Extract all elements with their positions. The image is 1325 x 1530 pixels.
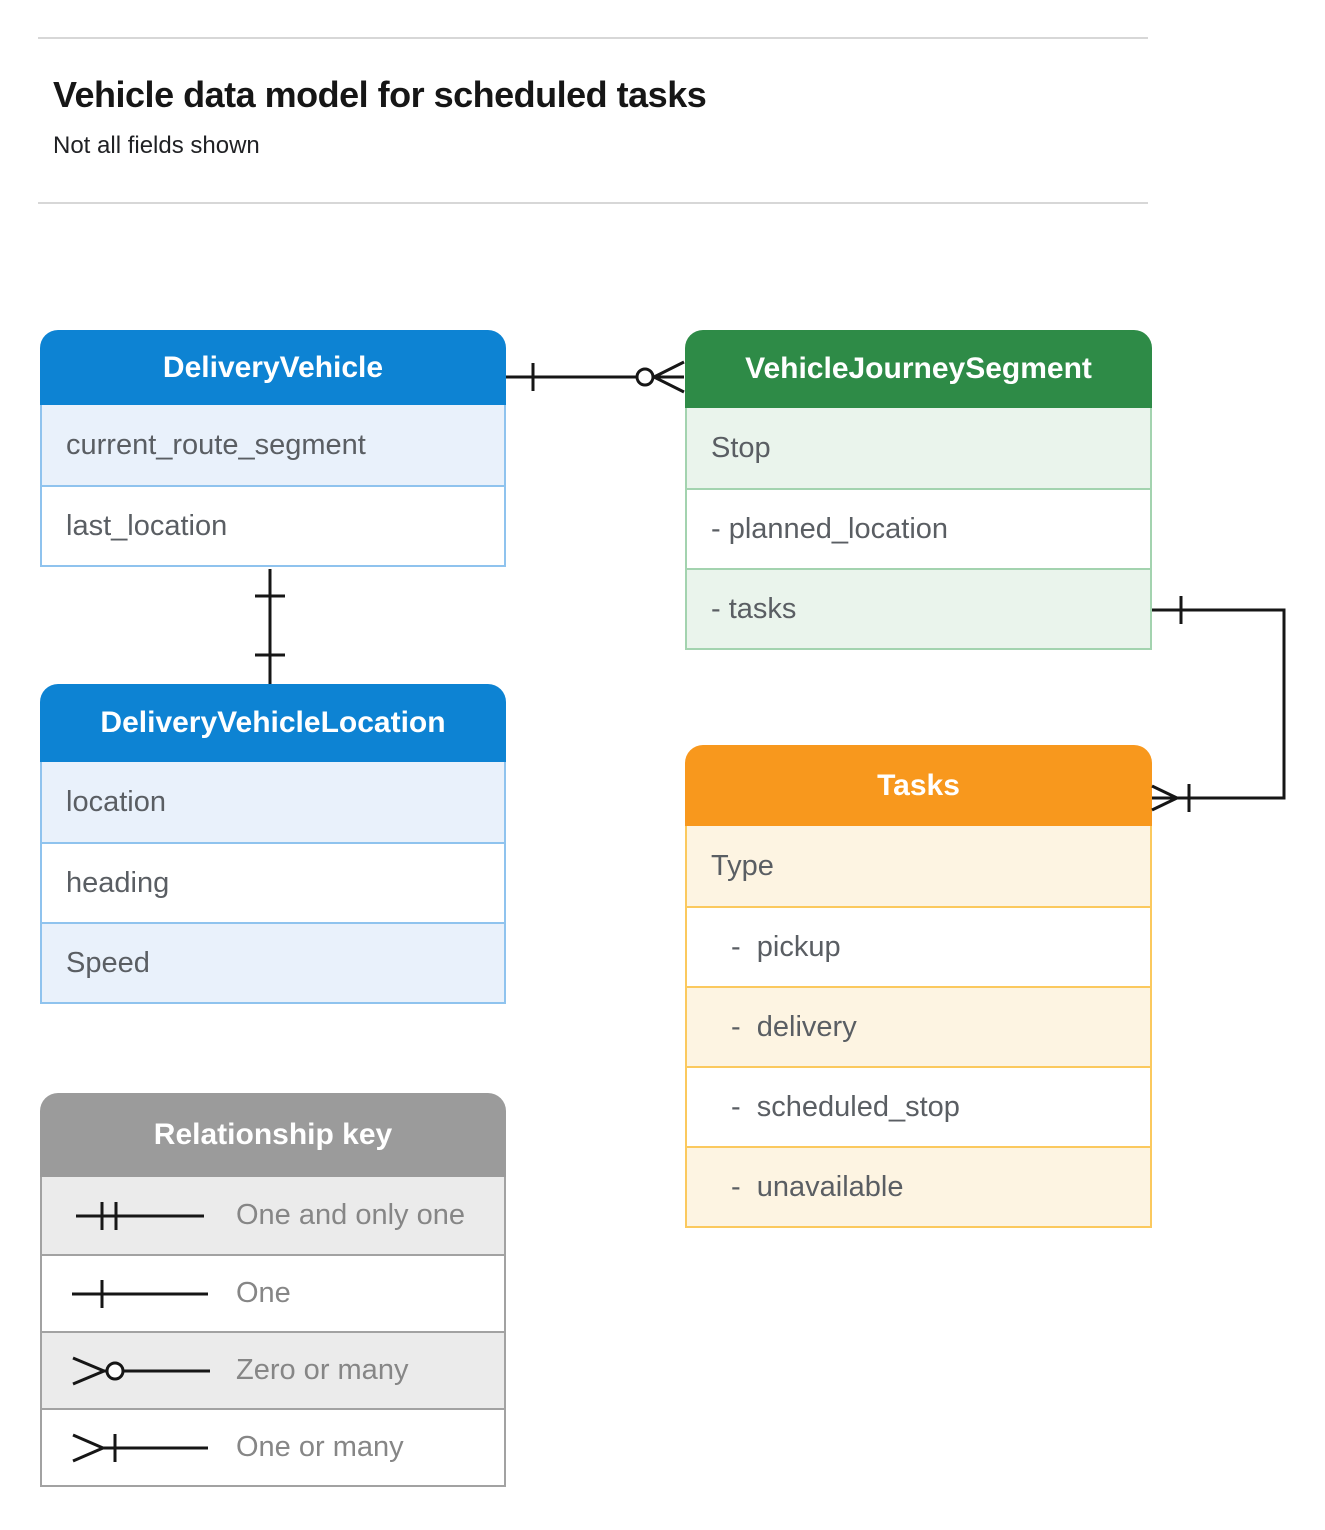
field-last-location: last_location (42, 485, 504, 565)
field-type: Type (687, 826, 1150, 906)
page-title: Vehicle data model for scheduled tasks (53, 74, 707, 115)
field-location: location (42, 762, 504, 842)
connector-deliveryvehicle-deliveryvehiclelocation (255, 569, 285, 684)
connector-deliveryvehicle-vehiclejourneysegment (506, 360, 685, 394)
entity-delivery-vehicle-fields: current_route_segment last_location (40, 405, 506, 567)
one-and-only-one-symbol (76, 1201, 204, 1230)
one-or-many-symbol (72, 1433, 208, 1462)
entity-tasks-title: Tasks (685, 745, 1152, 826)
entity-tasks: Tasks Type - pickup - delivery - schedul… (685, 745, 1152, 1228)
one-symbol (72, 1279, 208, 1308)
legend-row-one: One (42, 1254, 504, 1331)
legend-row-one-or-many: One or many (42, 1408, 504, 1485)
connector-vehiclejourneysegment-tasks (1151, 596, 1286, 812)
field-planned-location: - planned_location (687, 488, 1150, 568)
legend-label: One (236, 1277, 291, 1309)
field-heading: heading (42, 842, 504, 922)
entity-vehicle-journey-segment-fields: Stop - planned_location - tasks (685, 408, 1152, 650)
entity-tasks-fields: Type - pickup - delivery - scheduled_sto… (685, 826, 1152, 1228)
relationship-key-title: Relationship key (40, 1093, 506, 1177)
legend-label: One and only one (236, 1199, 465, 1231)
entity-delivery-vehicle-location: DeliveryVehicleLocation location heading… (40, 684, 506, 1004)
entity-vehicle-journey-segment-title: VehicleJourneySegment (685, 330, 1152, 408)
field-delivery: - delivery (687, 986, 1150, 1066)
entity-delivery-vehicle: DeliveryVehicle current_route_segment la… (40, 330, 506, 567)
legend-label: Zero or many (236, 1354, 409, 1386)
legend-row-one-and-only-one: One and only one (42, 1177, 504, 1254)
relationship-key-rows: One and only one One (40, 1177, 506, 1487)
relationship-key: Relationship key One and only one (40, 1093, 506, 1487)
page-subtitle: Not all fields shown (53, 132, 260, 159)
entity-delivery-vehicle-location-fields: location heading Speed (40, 762, 506, 1004)
field-current-route-segment: current_route_segment (42, 405, 504, 485)
zero-or-many-symbol (72, 1356, 210, 1385)
entity-delivery-vehicle-location-title: DeliveryVehicleLocation (40, 684, 506, 762)
field-stop: Stop (687, 408, 1150, 488)
entity-vehicle-journey-segment: VehicleJourneySegment Stop - planned_loc… (685, 330, 1152, 650)
top-divider (38, 37, 1148, 39)
field-unavailable: - unavailable (687, 1146, 1150, 1226)
legend-label: One or many (236, 1431, 404, 1463)
field-speed: Speed (42, 922, 504, 1002)
entity-delivery-vehicle-title: DeliveryVehicle (40, 330, 506, 405)
field-pickup: - pickup (687, 906, 1150, 986)
header-divider (38, 202, 1148, 204)
field-scheduled-stop: - scheduled_stop (687, 1066, 1150, 1146)
field-tasks: - tasks (687, 568, 1150, 648)
legend-row-zero-or-many: Zero or many (42, 1331, 504, 1408)
